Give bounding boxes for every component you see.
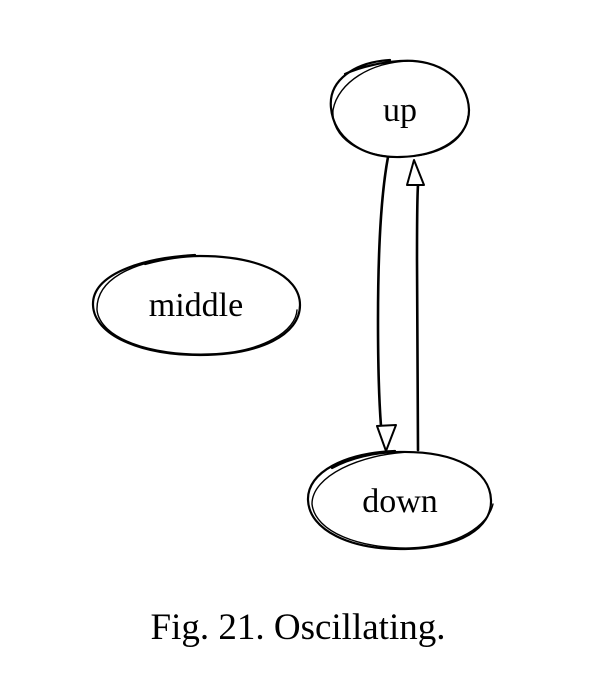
node-down-label: down: [362, 483, 438, 520]
node-up-outline-stroke: [332, 60, 469, 158]
edge-down-to-up: [406, 159, 425, 452]
edge-up-to-down-line: [376, 155, 390, 428]
figure-caption: Fig. 21. Oscillating.: [150, 607, 446, 648]
node-middle: middle: [91, 253, 302, 357]
node-up-label: up: [383, 92, 417, 129]
edge-up-to-down: [376, 155, 397, 452]
node-middle-label: middle: [149, 287, 243, 324]
edge-down-to-up-arrowhead: [406, 159, 425, 186]
edge-up-to-down-arrowhead: [376, 424, 397, 452]
node-down-outline-stroke: [311, 451, 494, 549]
node-up: up: [329, 58, 471, 159]
node-middle-outline: [91, 253, 302, 357]
node-down: down: [306, 449, 494, 551]
node-middle-outline-stroke: [96, 255, 298, 355]
edge-down-to-up-line: [415, 183, 420, 452]
